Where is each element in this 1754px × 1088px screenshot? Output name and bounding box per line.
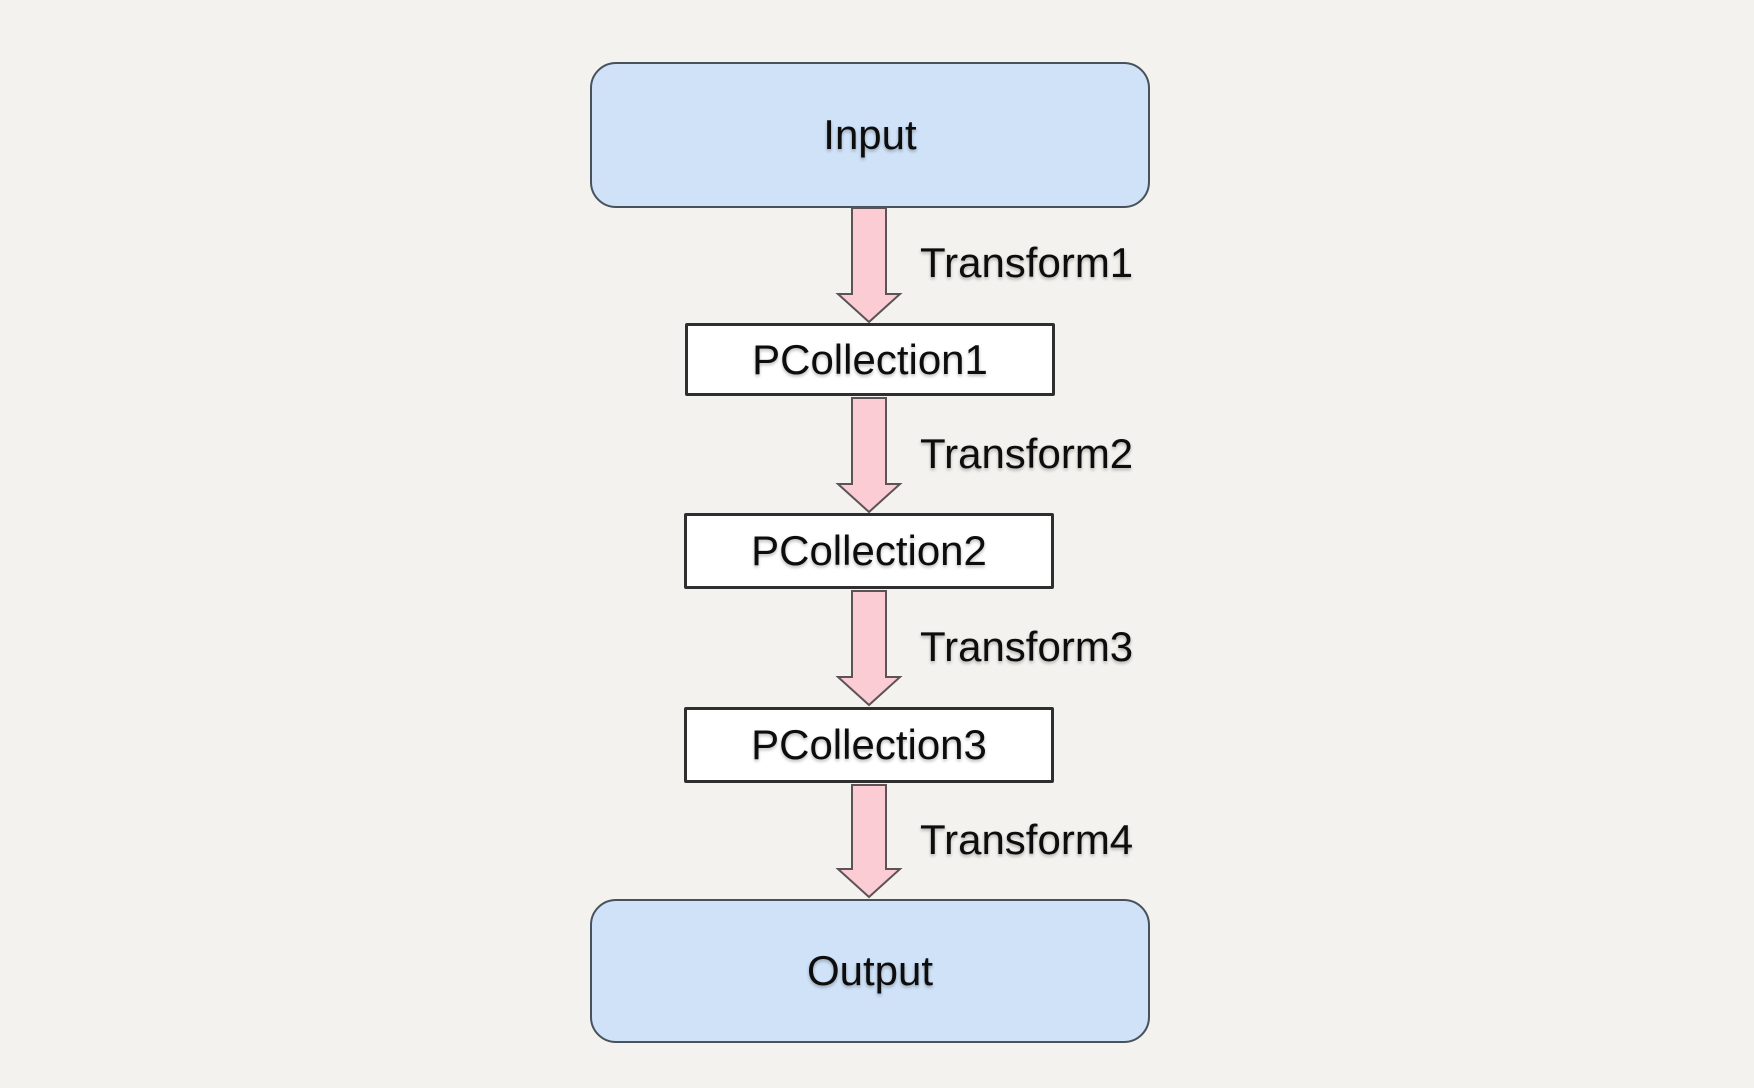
node-pcollection1-label: PCollection1 xyxy=(752,335,988,383)
node-input-label: Input xyxy=(823,111,917,158)
node-pcollection3: PCollection3 xyxy=(684,707,1054,783)
node-pcollection2: PCollection2 xyxy=(684,513,1054,589)
edge-label-transform1: Transform1 xyxy=(920,239,1134,286)
node-output: Output xyxy=(590,899,1150,1043)
down-arrow-icon xyxy=(835,207,903,324)
node-pcollection1: PCollection1 xyxy=(685,323,1055,396)
edge-label-transform3: Transform3 xyxy=(920,623,1134,670)
node-input: Input xyxy=(590,62,1150,208)
down-arrow-icon xyxy=(835,784,903,899)
down-arrow-icon xyxy=(835,397,903,514)
node-pcollection2-label: PCollection2 xyxy=(751,527,987,574)
node-pcollection3-label: PCollection3 xyxy=(751,721,987,768)
edge-label-transform2: Transform2 xyxy=(920,430,1134,477)
edge-label-transform4: Transform4 xyxy=(920,816,1134,863)
node-output-label: Output xyxy=(806,947,934,994)
down-arrow-icon xyxy=(835,590,903,707)
